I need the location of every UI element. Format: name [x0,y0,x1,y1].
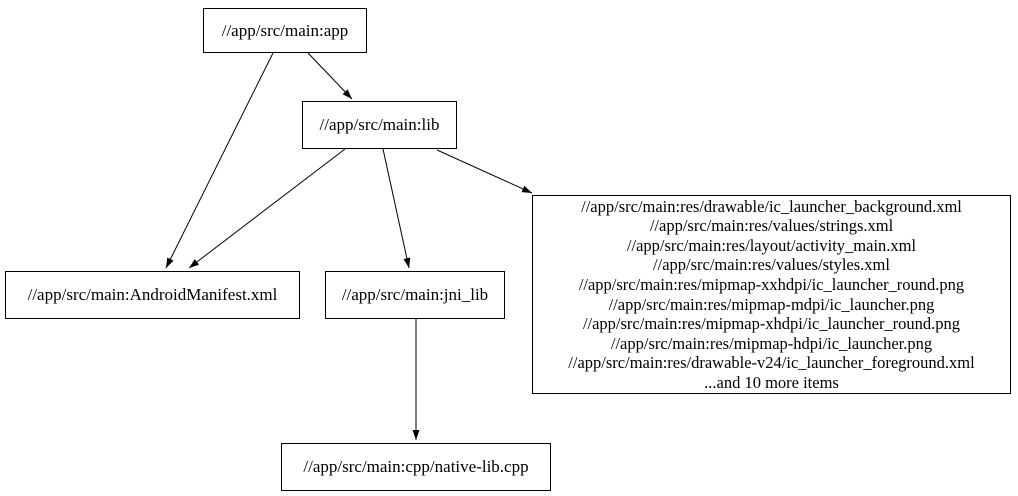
node-android-manifest: //app/src/main:AndroidManifest.xml [5,271,300,319]
res-more-items-line: ...and 10 more items [704,372,839,392]
node-lib: //app/src/main:lib [302,101,457,149]
edge-lib-to-res [436,149,533,194]
node-jni-lib-label: //app/src/main:jni_lib [341,285,489,305]
edge-app-to-manifest [165,52,274,269]
edge-lib-to-manifest [188,148,346,269]
edge-lib-to-jni_lib [382,148,411,269]
node-app: //app/src/main:app [203,8,367,53]
node-jni-lib: //app/src/main:jni_lib [325,271,505,319]
res-file-line: //app/src/main:res/drawable/ic_launcher_… [581,196,962,216]
res-file-line: //app/src/main:res/mipmap-hdpi/ic_launch… [610,333,933,353]
res-file-line: //app/src/main:res/layout/activity_main.… [626,235,917,255]
edge-app-to-lib [307,52,353,100]
res-file-line: //app/src/main:res/mipmap-xxhdpi/ic_laun… [578,274,965,294]
res-file-line: //app/src/main:res/mipmap-mdpi/ic_launch… [608,294,935,314]
node-android-manifest-label: //app/src/main:AndroidManifest.xml [27,285,278,305]
node-lib-label: //app/src/main:lib [319,115,440,135]
res-file-line: //app/src/main:res/values/strings.xml [649,216,894,236]
node-native-lib-cpp: //app/src/main:cpp/native-lib.cpp [281,443,551,491]
node-app-label: //app/src/main:app [221,20,349,40]
res-file-line: //app/src/main:res/mipmap-xhdpi/ic_launc… [582,314,961,334]
res-file-line: //app/src/main:res/drawable-v24/ic_launc… [568,353,975,373]
node-native-lib-cpp-label: //app/src/main:cpp/native-lib.cpp [303,457,529,477]
node-res-files: //app/src/main:res/drawable/ic_launcher_… [532,195,1011,394]
res-file-line: //app/src/main:res/values/styles.xml [653,255,890,275]
